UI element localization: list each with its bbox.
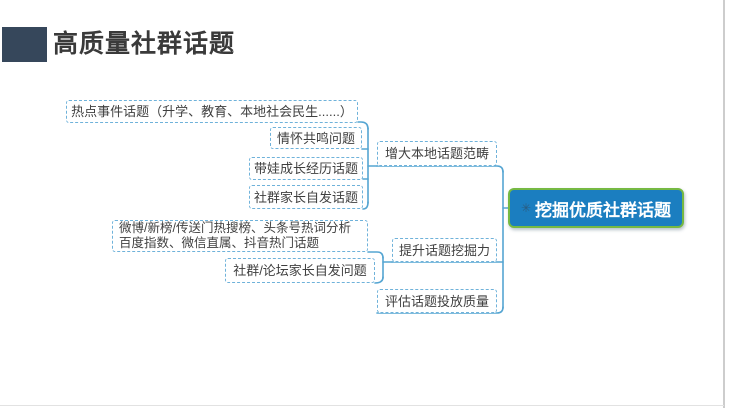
branch-label: 增大本地话题范畴 xyxy=(384,146,489,161)
slide-bottom-edge xyxy=(0,405,724,406)
connector-path xyxy=(374,276,384,284)
slide-right-edge xyxy=(723,0,725,408)
page-title: 高质量社群话题 xyxy=(53,30,236,58)
branch-evaluate-topic-quality: 评估话题投放质量 xyxy=(377,289,497,313)
topic-hot-events: 热点事件话题（升学、教育、本地社会民生......） xyxy=(66,100,358,123)
branch-expand-local-topics: 增大本地话题范畴 xyxy=(377,141,497,166)
branch-improve-topic-mining: 提升话题挖掘力 xyxy=(392,238,497,262)
title-accent-block xyxy=(2,27,47,62)
root-topic-label: 挖掘优质社群话题 xyxy=(535,200,672,220)
branch-label: 提升话题挖掘力 xyxy=(398,242,490,258)
topic-hotword-analysis: 微博/新榜/传送门热搜榜、头条号热词分析 百度指数、微信直属、抖音热门话题 xyxy=(112,220,368,252)
topic-label-line2: 百度指数、微信直属、抖音热门话题 xyxy=(119,236,320,250)
topic-label: 热点事件话题（升学、教育、本地社会民生......） xyxy=(71,104,353,119)
topic-forum-parent-questions: 社群/论坛家长自发问题 xyxy=(225,258,375,283)
branch-label: 评估话题投放质量 xyxy=(384,293,489,309)
topic-parenting-experience: 带娃成长经历话题 xyxy=(249,157,363,180)
connector-path xyxy=(376,165,504,173)
topic-parent-initiated: 社群家长自发话题 xyxy=(249,185,363,209)
topic-label: 带娃成长经历话题 xyxy=(254,161,359,176)
root-topic-mine-quality-topics: ✳ 挖掘优质社群话题 xyxy=(508,188,684,228)
topic-label: 情怀共鸣问题 xyxy=(276,130,355,146)
topic-label: 社群/论坛家长自发问题 xyxy=(233,263,367,278)
topic-label-line1: 微博/新榜/传送门热搜榜、头条号热词分析 xyxy=(119,221,351,235)
topic-label: 社群家长自发话题 xyxy=(254,189,359,205)
asterisk-icon: ✳ xyxy=(520,201,532,215)
topic-emotional-resonance: 情怀共鸣问题 xyxy=(270,127,362,149)
